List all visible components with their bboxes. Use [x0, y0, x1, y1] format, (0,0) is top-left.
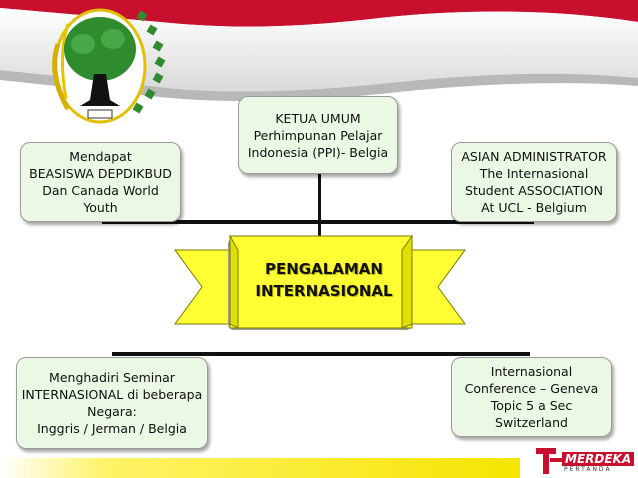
tm-logo-mark-icon: [536, 448, 562, 474]
center-title-line1: PENGALAMAN: [265, 260, 383, 278]
box-line: Topic 5 a Sec: [490, 398, 573, 413]
banyan-tree-emblem: [52, 8, 166, 124]
box-line: Negara:: [87, 404, 137, 419]
box-line: Switzerland: [495, 415, 568, 430]
header-flag-ribbon: [0, 0, 638, 102]
box-line: Dan Canada World: [42, 183, 159, 198]
box-conference: Internasional Conference – Geneva Topic …: [451, 357, 612, 437]
box-line: Perhimpunan Pelajar: [253, 127, 383, 143]
box-line: Youth: [83, 200, 118, 215]
upper-horizontal-line: [102, 220, 534, 224]
merdeka-logo-text: MERDEKA: [562, 452, 635, 466]
box-line: Menghadiri Seminar: [49, 370, 175, 385]
box-line: Mendapat: [69, 149, 132, 164]
box-line: KETUA UMUM: [275, 110, 361, 126]
box-beasiswa: Mendapat BEASISWA DEPDIKBUD Dan Canada W…: [20, 142, 181, 222]
box-line: INTERNASIONAL di beberapa: [21, 387, 203, 402]
merdeka-logo: MERDEKA PERTANDA: [534, 446, 635, 476]
box-line: ASIAN ADMINISTRATOR: [461, 149, 607, 164]
top-vertical-line: [318, 174, 321, 238]
box-seminar: Menghadiri Seminar INTERNASIONAL di bebe…: [16, 357, 208, 449]
box-line: Student ASSOCIATION: [465, 183, 603, 198]
merdeka-logo-subtext: PERTANDA: [564, 466, 612, 473]
box-line: Internasional: [490, 364, 573, 379]
box-line: The Internasional: [479, 166, 589, 181]
box-line: At UCL - Belgium: [481, 200, 587, 215]
footer-yellow-bar: [0, 458, 520, 478]
box-line: Indonesia (PPI)- Belgia: [247, 144, 389, 160]
box-line: BEASISWA DEPDIKBUD: [29, 166, 172, 181]
box-line: Inggris / Jerman / Belgia: [37, 421, 187, 436]
box-ketua-umum: KETUA UMUM Perhimpunan Pelajar Indonesia…: [238, 96, 398, 174]
box-line: Conference – Geneva: [464, 381, 599, 396]
center-title: PENGALAMAN INTERNASIONAL: [232, 258, 416, 302]
box-asian-administrator: ASIAN ADMINISTRATOR The Internasional St…: [451, 142, 617, 222]
lower-horizontal-line: [112, 352, 530, 356]
center-title-line2: INTERNASIONAL: [255, 282, 393, 300]
center-banner: [174, 234, 466, 330]
